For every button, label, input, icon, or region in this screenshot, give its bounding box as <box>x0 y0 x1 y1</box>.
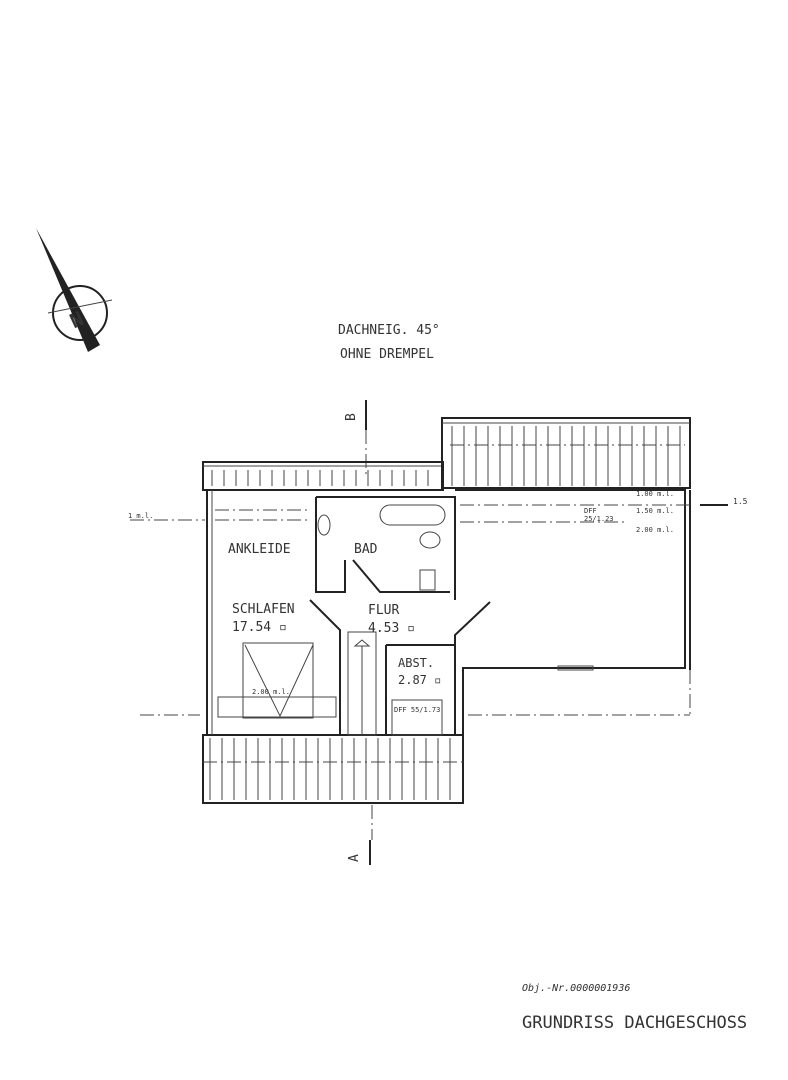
room-area-schlafen: 17.54 ▫ <box>232 620 287 635</box>
roof-eave-right <box>441 417 691 489</box>
left-height-mark: 1 m.l. <box>128 512 153 520</box>
bathroom-walls <box>315 496 456 600</box>
room-area-flur: 4.53 ▫ <box>368 621 415 636</box>
height-1m: 1.00 m.l. <box>636 490 674 498</box>
skylight-label: DFF <box>584 507 597 515</box>
rafters <box>209 426 681 800</box>
svg-text:A: A <box>347 854 362 862</box>
room-label-flur: FLUR <box>368 603 399 618</box>
right-height-mark: 1.5 <box>733 497 748 506</box>
north-arrow-icon: N <box>36 228 113 352</box>
roof-eave-left <box>202 461 444 491</box>
section-mark-b: B <box>344 400 367 475</box>
roof-pitch-note: DACHNEIG. 45° <box>338 323 440 338</box>
room-label-ankleide: ANKLEIDE <box>228 542 291 557</box>
skylight-size: 25/1.23 <box>584 515 614 523</box>
section-mark-a: A <box>347 805 373 865</box>
bed <box>217 642 337 719</box>
svg-text:B: B <box>344 413 359 421</box>
room-label-bad: BAD <box>354 542 378 557</box>
room-label-schlafen: SCHLAFEN <box>232 602 295 617</box>
room-area-abst: 2.87 ▫ <box>398 673 441 687</box>
hallway-walls <box>309 599 491 736</box>
room-label-abst: ABST. <box>398 656 434 670</box>
object-number: Obj.-Nr.0000001936 <box>522 983 630 994</box>
drawing-title: GRUNDRISS DACHGESCHOSS <box>522 1013 747 1033</box>
height-1-5m: 1.50 m.l. <box>636 507 674 515</box>
height-2m: 2.00 m.l. <box>636 526 674 534</box>
drempel-note: OHNE DREMPEL <box>340 347 434 362</box>
exterior-walls <box>206 489 691 735</box>
bed-dimension: 2.00 m.l. <box>252 688 290 696</box>
abst-skylight: DFF 55/1.73 <box>394 706 440 714</box>
roof-eave-bottom <box>202 734 464 804</box>
